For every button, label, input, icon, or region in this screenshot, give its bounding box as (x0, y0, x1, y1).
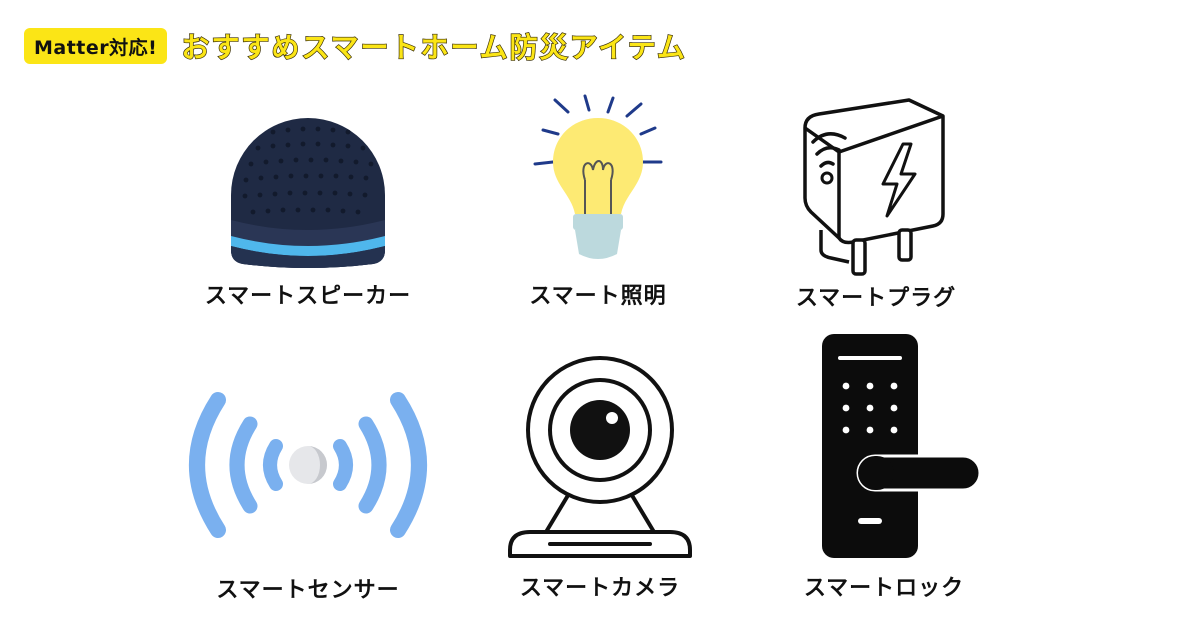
light-bulb-icon (533, 94, 663, 259)
item-smart-plug: スマートプラグ (696, 94, 1056, 314)
page-title: おすすめスマートホーム防災アイテム (181, 30, 687, 64)
label-smart-plug: スマートプラグ (795, 286, 957, 311)
matter-badge: Matter対応! (24, 28, 168, 64)
item-smart-camera: スマートカメラ (420, 352, 780, 606)
sensor-waves-icon (189, 392, 427, 538)
item-smart-speaker: スマートスピーカー (128, 100, 488, 315)
item-smart-lock: スマートロック (704, 332, 1064, 606)
webcam-icon (508, 356, 692, 558)
smart-plug-icon (803, 98, 945, 276)
label-smart-camera: スマートカメラ (519, 576, 681, 601)
item-smart-sensor: スマートセンサー (128, 390, 488, 605)
smart-speaker-icon (231, 118, 385, 268)
door-lock-icon (822, 334, 982, 558)
label-smart-lock: スマートロック (803, 576, 965, 601)
item-smart-light: スマート照明 (418, 92, 778, 314)
label-smart-speaker: スマートスピーカー (204, 284, 412, 309)
header: Matter対応! おすすめスマートホーム防災アイテム (24, 26, 687, 66)
label-smart-light: スマート照明 (529, 284, 667, 309)
label-smart-sensor: スマートセンサー (216, 578, 400, 603)
